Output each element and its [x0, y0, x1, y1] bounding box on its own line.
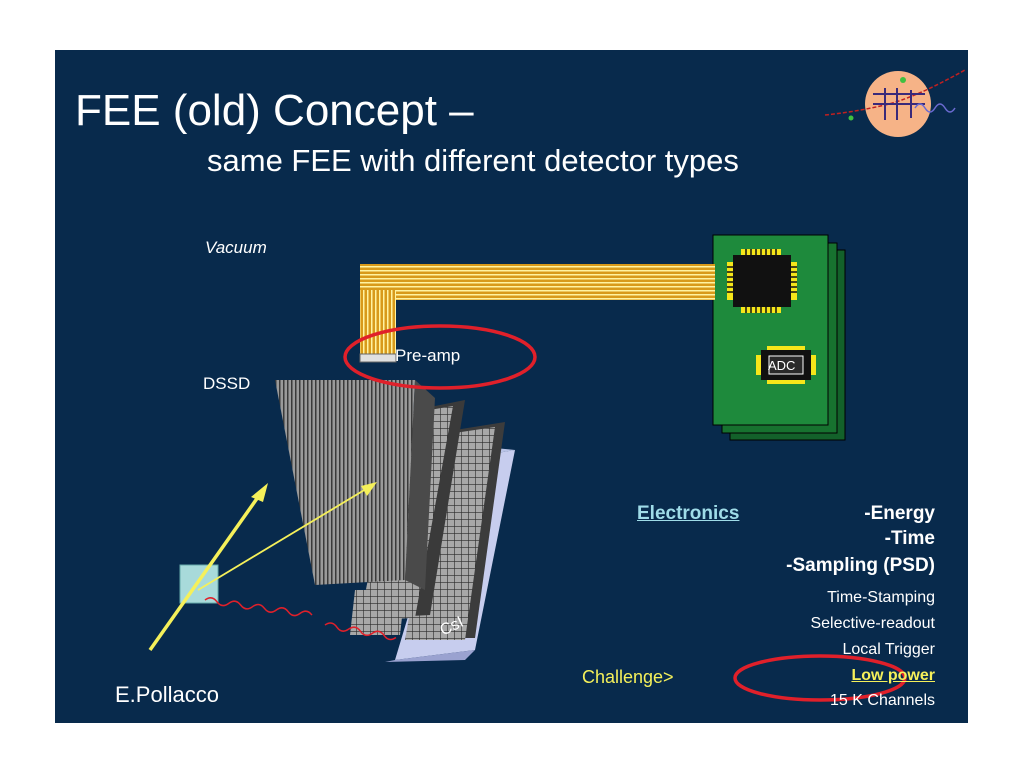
item-time: -Time: [884, 528, 935, 549]
slide-subtitle: same FEE with different detector types: [207, 143, 739, 178]
item-local-trigger: Local Trigger: [842, 641, 936, 658]
adc-chip: [756, 346, 816, 384]
item-selective-readout: Selective-readout: [810, 615, 935, 632]
slide-title: FEE (old) Concept –: [75, 86, 474, 135]
dssd-label: DSSD: [203, 374, 251, 393]
preamp-highlight-circle: [343, 324, 537, 390]
processor-chip: [727, 249, 797, 313]
challenge-label: Challenge>: [582, 667, 674, 687]
item-energy: -Energy: [864, 503, 935, 524]
author-label: E.Pollacco: [115, 682, 219, 707]
low-power-highlight-circle: [733, 654, 907, 702]
item-sampling: -Sampling (PSD): [786, 555, 935, 576]
item-channels: 15 K Channels: [830, 692, 935, 709]
dssd-detector: [275, 380, 435, 590]
logo-emblem: [824, 69, 966, 137]
item-time-stamping: Time-Stamping: [827, 589, 935, 606]
flat-cable: [359, 264, 715, 363]
item-low-power: Low power: [851, 667, 935, 684]
particle-tracks: [148, 482, 397, 652]
adc-label: ADC: [768, 358, 796, 373]
vacuum-label: Vacuum: [205, 238, 267, 257]
slide: FEE (old) Concept – same FEE with differ…: [55, 50, 968, 723]
electronics-board: [712, 234, 846, 441]
detector-diagram: [148, 69, 966, 702]
electronics-heading: Electronics: [637, 503, 740, 524]
preamp-label: Pre-amp: [395, 346, 461, 365]
